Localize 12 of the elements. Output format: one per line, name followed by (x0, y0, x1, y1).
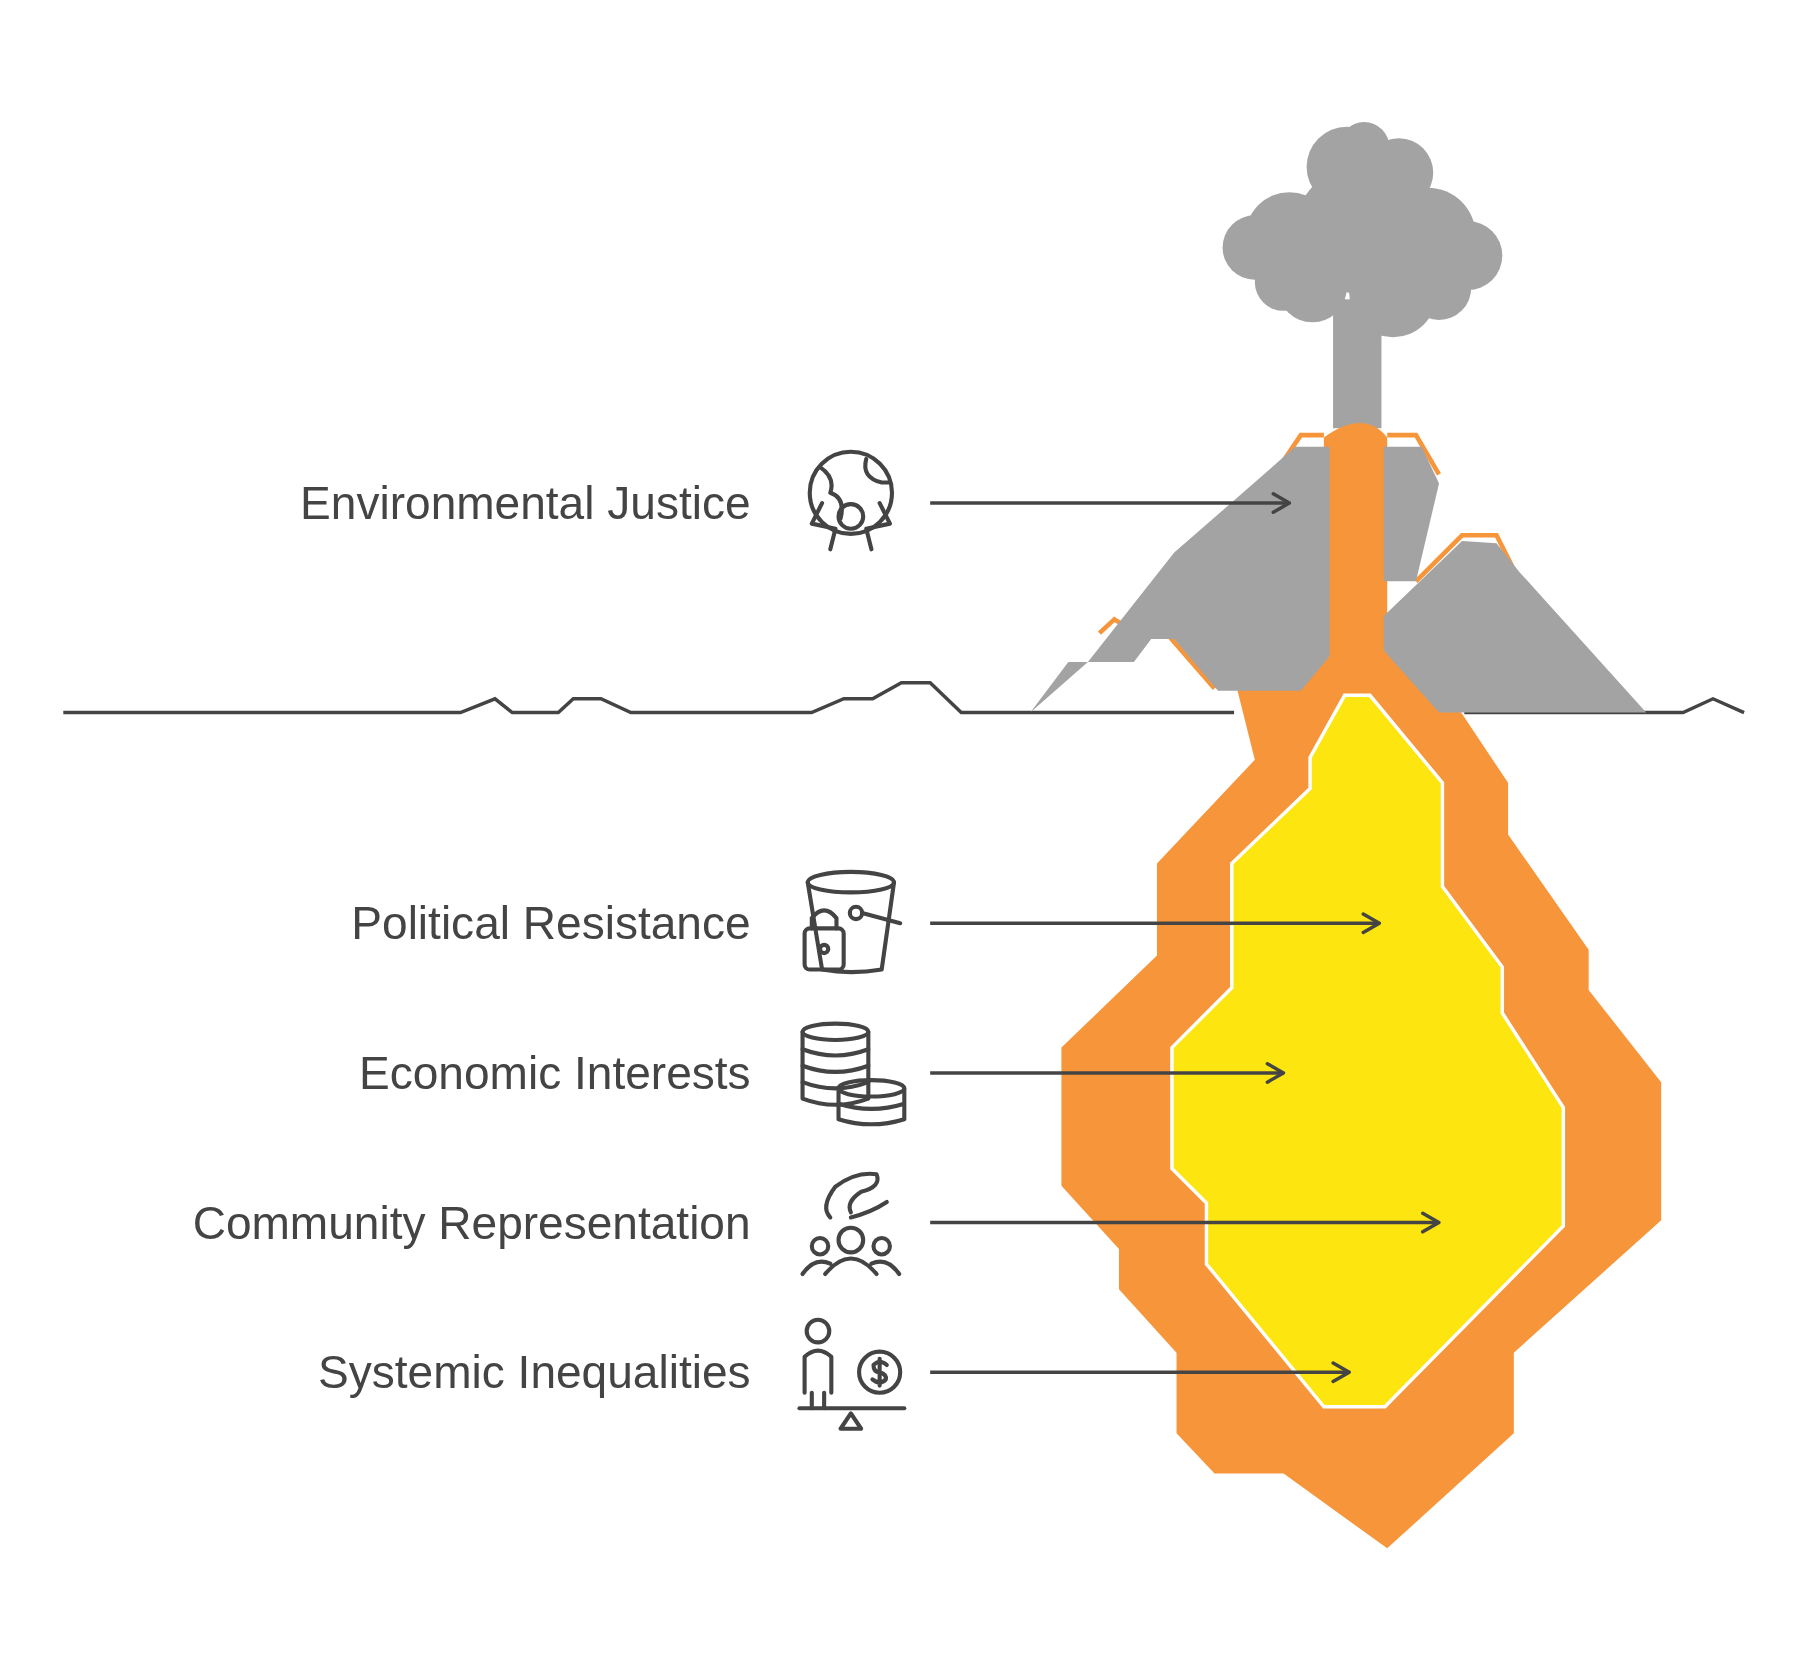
arrow (930, 1062, 1286, 1084)
volcano-cone-drawing (1030, 446, 1647, 713)
arrow (930, 1361, 1351, 1384)
arrow (930, 1211, 1441, 1234)
arrow (930, 912, 1382, 935)
arrow (930, 492, 1292, 514)
label-text: Economic Interests (359, 1047, 751, 1099)
magma-chamber (1170, 693, 1566, 1409)
label-text: Community Representation (192, 1196, 751, 1249)
label-text: Environmental Justice (300, 477, 751, 529)
label-text: Political Resistance (351, 897, 751, 950)
label-text: Systemic Inequalities (318, 1346, 751, 1399)
